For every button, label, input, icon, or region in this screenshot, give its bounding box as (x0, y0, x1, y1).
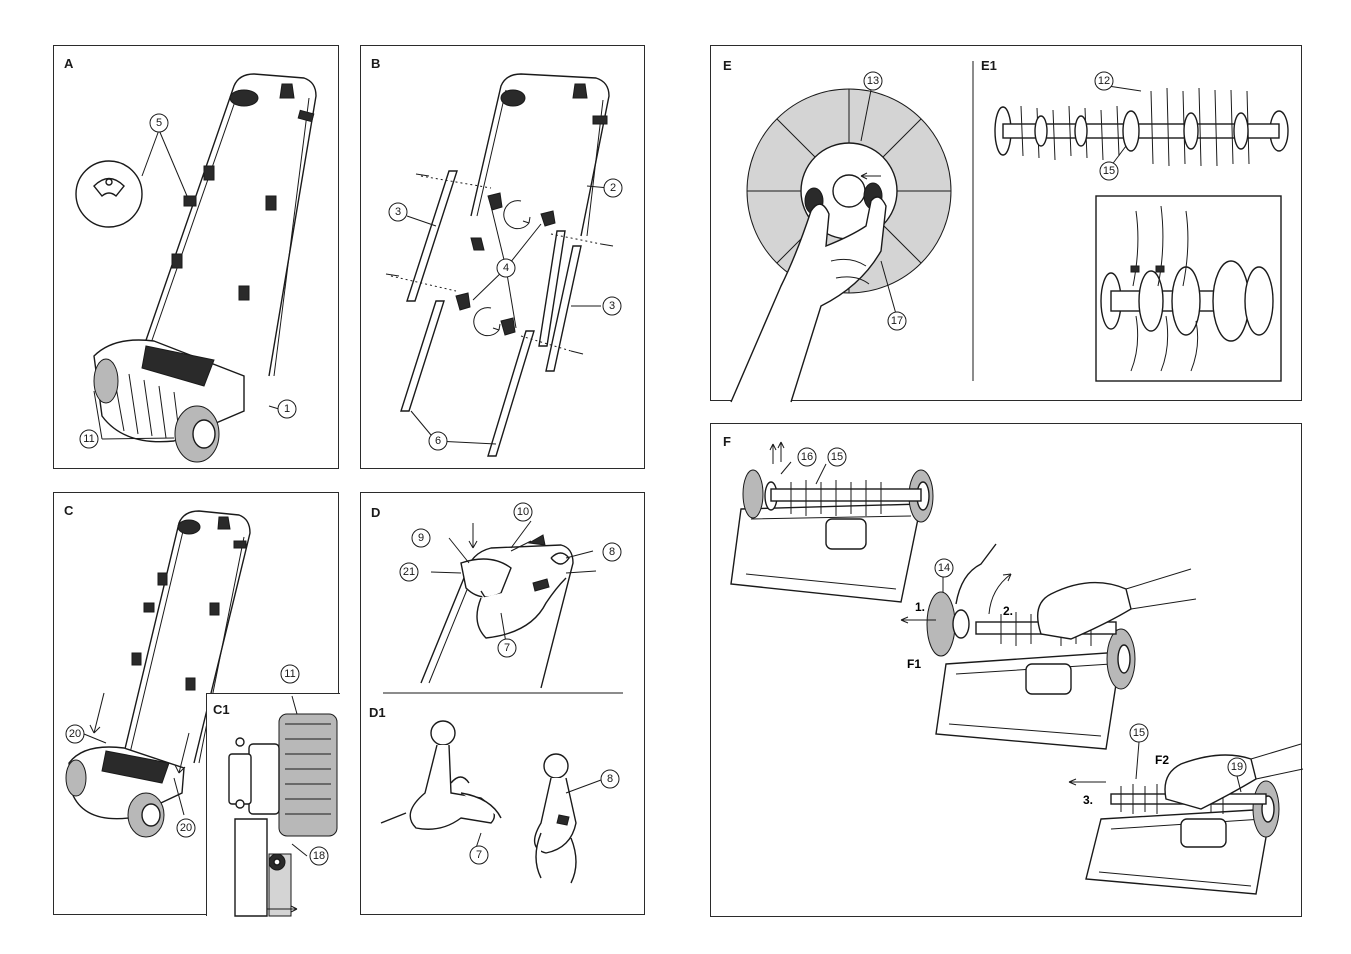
panel-label: B (371, 56, 381, 71)
callout-14: 14 (934, 558, 954, 578)
svg-text:3: 3 (609, 300, 615, 312)
panel-label: D1 (369, 705, 386, 720)
callout-4: 4 (496, 258, 516, 278)
panel-label: E (723, 58, 732, 73)
callout-2: 2 (603, 178, 623, 198)
callout-3: 3 (602, 296, 622, 316)
callout-17: 17 (887, 311, 907, 331)
cable-knot-illustration: 7 8 (380, 720, 620, 884)
panel-f: F 16 15 14 1. 2. F1 (710, 423, 1304, 917)
callout-10: 10 (513, 502, 533, 522)
panel-label: C1 (213, 702, 230, 717)
callout-21: 21 (399, 562, 419, 582)
callout-18: 18 (309, 846, 329, 866)
panel-e: E E1 13 17 12 15 (710, 45, 1302, 403)
callout-6: 6 (428, 431, 448, 451)
svg-text:7: 7 (476, 849, 482, 861)
svg-text:18: 18 (313, 850, 325, 862)
callout-11: 11 (280, 664, 300, 684)
svg-text:20: 20 (180, 822, 192, 834)
svg-text:21: 21 (403, 566, 415, 578)
panel-label: E1 (981, 58, 997, 73)
svg-text:8: 8 (607, 773, 613, 785)
svg-text:19: 19 (1231, 761, 1243, 773)
step-3-label: 3. (1083, 793, 1093, 807)
callout-5: 5 (149, 113, 169, 133)
svg-text:15: 15 (831, 451, 843, 463)
callout-7: 7 (469, 845, 489, 865)
callout-1: 1 (277, 399, 297, 419)
svg-text:11: 11 (83, 433, 94, 445)
svg-text:20: 20 (69, 728, 81, 740)
callout-9: 9 (411, 528, 431, 548)
svg-text:14: 14 (938, 562, 950, 574)
svg-text:11: 11 (284, 668, 295, 680)
cable-connection-illustration: 9 10 8 21 7 (383, 502, 623, 694)
svg-text:4: 4 (503, 262, 509, 274)
callout-19: 19 (1227, 757, 1247, 777)
svg-text:17: 17 (891, 315, 903, 327)
callout-15: 15 (1099, 161, 1119, 181)
callout-20: 20 (65, 724, 85, 744)
scarifier-height-adjust-illustration: 20 20 (65, 510, 251, 838)
step-2-label: 2. (1003, 604, 1013, 618)
shaft-removal-illustration: 16 15 14 1. 2. F1 15 19 (730, 441, 1304, 895)
callout-8: 8 (602, 542, 622, 562)
callout-15: 15 (1129, 723, 1149, 743)
svg-text:15: 15 (1103, 165, 1115, 177)
step-1-label: 1. (915, 600, 925, 614)
panel-b: B (360, 45, 645, 469)
panel-label: F (723, 434, 731, 449)
panel-a: A 5 1 11 (53, 45, 339, 469)
svg-text:6: 6 (435, 435, 441, 447)
panel-label: D (371, 505, 381, 520)
panel-label: F2 (1155, 753, 1169, 767)
svg-text:13: 13 (867, 75, 879, 87)
svg-text:10: 10 (517, 506, 529, 518)
callout-20: 20 (176, 818, 196, 838)
svg-text:9: 9 (418, 532, 424, 544)
handle-assembly-illustration: 2 3 4 3 6 (385, 73, 623, 457)
svg-text:1: 1 (284, 403, 290, 415)
callout-11: 11 (79, 429, 99, 449)
callout-12: 12 (1094, 71, 1114, 91)
svg-text:16: 16 (801, 451, 813, 463)
svg-text:8: 8 (609, 546, 615, 558)
panel-d: D 9 10 8 21 7 D1 7 8 (360, 492, 645, 915)
svg-text:5: 5 (156, 117, 162, 129)
wheel-removal-illustration: 13 17 12 15 (730, 61, 1289, 403)
scarifier-assembled-illustration: 5 1 11 (75, 73, 317, 463)
panel-label: F1 (907, 657, 921, 671)
tine-shaft (994, 87, 1289, 167)
svg-text:2: 2 (610, 182, 616, 194)
wheel-adjust-detail-illustration: 11 18 (228, 664, 338, 917)
inset-c1: C1 11 18 (206, 664, 340, 917)
callout-8: 8 (600, 769, 620, 789)
callout-15: 15 (827, 447, 847, 467)
callout-16: 16 (797, 447, 817, 467)
svg-text:12: 12 (1098, 75, 1110, 87)
svg-text:3: 3 (395, 206, 401, 218)
callout-3: 3 (388, 202, 408, 222)
callout-13: 13 (863, 71, 883, 91)
callout-7: 7 (497, 638, 517, 658)
panel-label: A (64, 56, 74, 71)
svg-text:15: 15 (1133, 727, 1145, 739)
svg-text:7: 7 (504, 642, 510, 654)
panel-label: C (64, 503, 74, 518)
panel-c: C 20 20 C1 (53, 492, 340, 917)
